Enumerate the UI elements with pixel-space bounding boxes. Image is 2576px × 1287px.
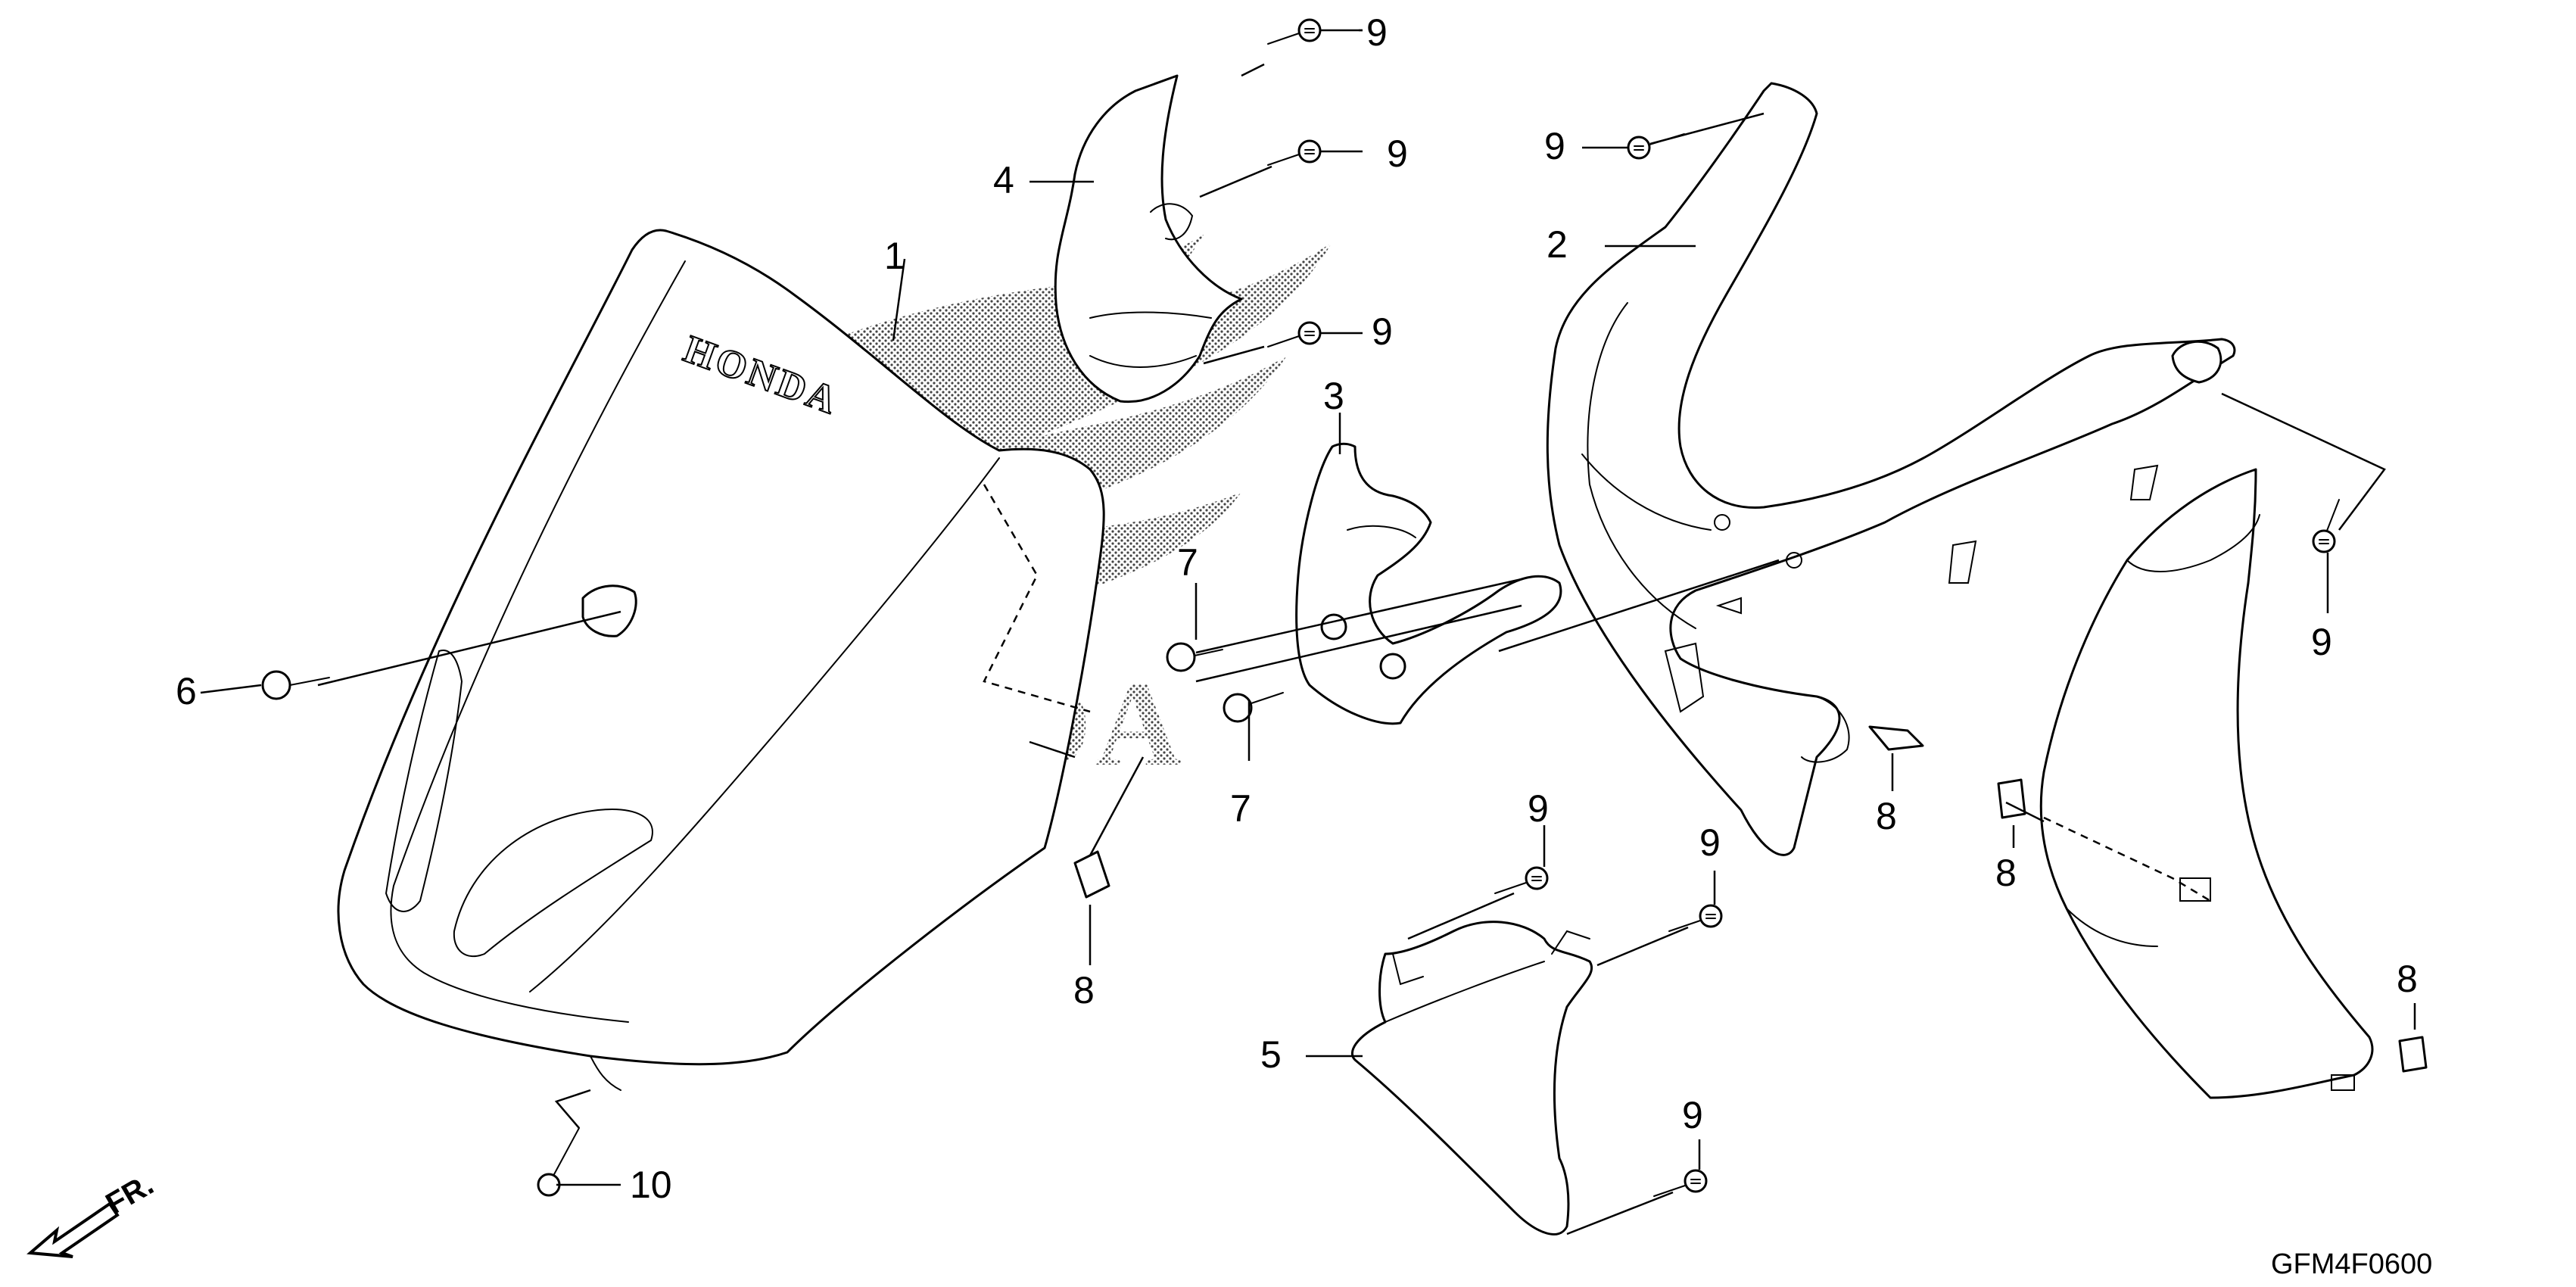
center-bracket[interactable]	[1295, 442, 1562, 725]
bolt-7a[interactable]	[1166, 642, 1223, 672]
screw-9c[interactable]	[1267, 321, 1322, 347]
screw-9h[interactable]	[2312, 499, 2340, 553]
callout-9-right: 9	[2311, 621, 2332, 663]
front-direction-indicator: FR.	[26, 1167, 159, 1258]
leader-lines	[200, 29, 2416, 1236]
screw-9f[interactable]	[1668, 904, 1723, 932]
callout-9-panel: 9	[1544, 125, 1565, 167]
callout-7-lower: 7	[1230, 787, 1251, 830]
callout-9-mid: 9	[1372, 310, 1393, 353]
callout-9-top: 9	[1366, 11, 1388, 54]
callout-9-lower-right: 9	[1699, 821, 1721, 864]
fastener-group	[261, 18, 2340, 1197]
callout-9-bottom: 9	[1682, 1094, 1703, 1136]
drawing-code: GFM4F0600	[2271, 1248, 2432, 1280]
callout-5: 5	[1260, 1033, 1282, 1076]
lower-center-cover[interactable]	[1350, 921, 1593, 1236]
callout-3: 3	[1323, 375, 1344, 417]
clip-nut-8c[interactable]	[1997, 778, 2026, 819]
front-arrow-icon	[26, 1201, 120, 1258]
screw-10[interactable]	[537, 1127, 580, 1197]
callout-8-center: 8	[1876, 795, 1897, 837]
callout-8-right: 8	[1995, 852, 2017, 894]
callout-4: 4	[993, 159, 1014, 201]
lower-right-cover[interactable]	[2039, 468, 2374, 1099]
screw-6[interactable]	[261, 670, 330, 700]
callout-2: 2	[1547, 223, 1568, 266]
callout-9-lower-left: 9	[1528, 787, 1549, 830]
clip-nut-group	[1073, 725, 2428, 1073]
callout-10: 10	[630, 1164, 672, 1206]
callout-1: 1	[884, 235, 905, 277]
callout-6: 6	[176, 670, 197, 712]
callouts: 1 2 3 4 5 6 7 7 8 8 8 8 9 9 9 9 9 9 9 9 …	[176, 11, 2418, 1206]
screw-9e[interactable]	[1494, 866, 1549, 894]
screw-9a[interactable]	[1267, 18, 1322, 45]
upper-side-cover[interactable]	[1054, 74, 1243, 404]
clip-nut-8d[interactable]	[2398, 1036, 2428, 1073]
callout-8-far-right: 8	[2397, 958, 2418, 1000]
front-cover[interactable]: HONDA	[337, 229, 1105, 1091]
screw-9g[interactable]	[1653, 1169, 1708, 1197]
screw-9b[interactable]	[1267, 139, 1322, 166]
callout-9-upper: 9	[1387, 132, 1408, 175]
clip-nut-8a[interactable]	[1073, 850, 1110, 899]
callout-7-upper: 7	[1177, 541, 1198, 584]
clip-nut-8b[interactable]	[1868, 725, 1924, 751]
bolt-7b[interactable]	[1223, 692, 1284, 723]
clip-mount	[581, 584, 637, 637]
callout-8-front: 8	[1073, 969, 1095, 1011]
inner-panel[interactable]	[1546, 82, 2236, 856]
